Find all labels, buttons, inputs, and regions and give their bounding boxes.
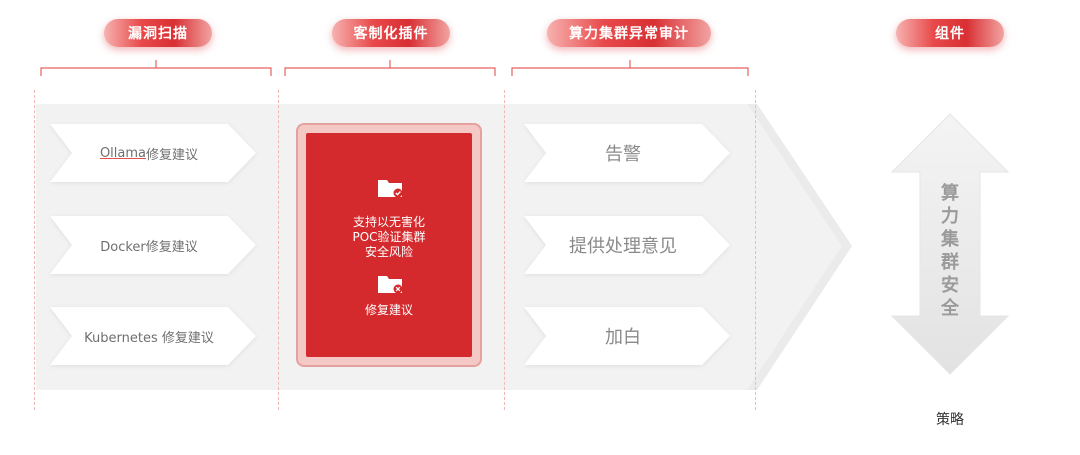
header-vuln-scan: 漏洞扫描 — [104, 19, 212, 47]
plugin-card: 支持以无害化 POC验证集群 安全风险 修复建议 — [296, 123, 482, 367]
tag-kubernetes-fix: Kubernetes 修复建议 — [50, 307, 256, 365]
ollama-label: Ollama — [99, 145, 147, 161]
plugin-line-4: 修复建议 — [364, 303, 413, 317]
handling-advice-label: 提供处理意见 — [569, 236, 677, 257]
arrow-char: 算 — [941, 183, 959, 204]
kubernetes-label: Kubernetes 修复建议 — [84, 330, 214, 346]
ollama-suffix: 修复建议 — [146, 147, 199, 163]
strategy-caption: 策略 — [936, 412, 964, 428]
tag-handling-advice: 提供处理意见 — [524, 216, 730, 274]
folder-x-icon — [378, 276, 403, 294]
folder-check-icon — [378, 180, 403, 198]
plugin-line-2: POC验证集群 — [352, 230, 426, 244]
double-arrow-shape — [890, 113, 1010, 375]
bracket-compute-audit — [511, 58, 749, 76]
plugin-line-3: 安全风险 — [364, 245, 413, 259]
separator — [504, 90, 505, 410]
tag-docker-fix: Docker修复建议 — [50, 216, 256, 274]
arrow-char: 力 — [941, 206, 959, 227]
tag-alert: 告警 — [524, 124, 730, 182]
separator — [278, 90, 279, 410]
header-custom-plugin: 客制化插件 — [332, 19, 450, 47]
tag-whitelist: 加白 — [524, 307, 730, 365]
tag-ollama-fix: Ollama 修复建议 — [50, 124, 256, 182]
arrow-char: 群 — [941, 252, 959, 273]
plugin-line-1: 支持以无害化 — [352, 215, 425, 229]
arrow-char: 全 — [941, 298, 959, 319]
arrow-label: 算 力 集 群 安 全 — [930, 182, 970, 320]
alert-label: 告警 — [605, 144, 641, 165]
bracket-vuln-scan — [40, 58, 272, 76]
separator — [34, 90, 35, 410]
bracket-custom-plugin — [284, 58, 496, 76]
header-component: 组件 — [896, 19, 1004, 47]
whitelist-label: 加白 — [605, 327, 641, 348]
arrow-char: 集 — [941, 229, 959, 250]
separator — [755, 90, 756, 410]
header-compute-audit: 算力集群异常审计 — [547, 19, 711, 47]
docker-label: Docker修复建议 — [100, 239, 198, 255]
arrow-char: 安 — [941, 275, 959, 296]
